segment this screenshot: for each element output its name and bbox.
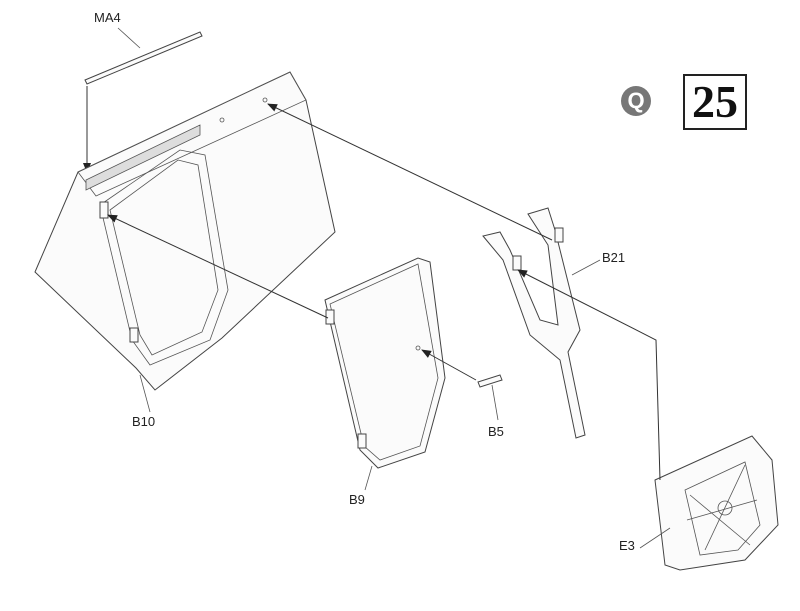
step-number: 25	[683, 74, 747, 130]
part-b10	[34, 71, 336, 413]
part-ma4	[84, 27, 203, 85]
arrow-b21-to-b10	[267, 103, 553, 241]
label-b21: B21	[602, 250, 626, 265]
part-b5	[477, 374, 503, 421]
arrow-b9-to-b10	[107, 214, 329, 319]
part-b21	[482, 207, 601, 439]
part-b9	[324, 257, 446, 491]
label-e3: E3	[619, 538, 635, 553]
label-ma4: MA4	[94, 10, 121, 25]
label-b9: B9	[349, 492, 365, 507]
step-letter-badge: Q	[621, 86, 651, 116]
arrow-e3-to-b21	[517, 269, 661, 481]
label-b10: B10	[132, 414, 156, 429]
arrow-b5-to-b9	[421, 349, 477, 381]
label-b5: B5	[488, 424, 504, 439]
part-e3	[639, 435, 779, 571]
